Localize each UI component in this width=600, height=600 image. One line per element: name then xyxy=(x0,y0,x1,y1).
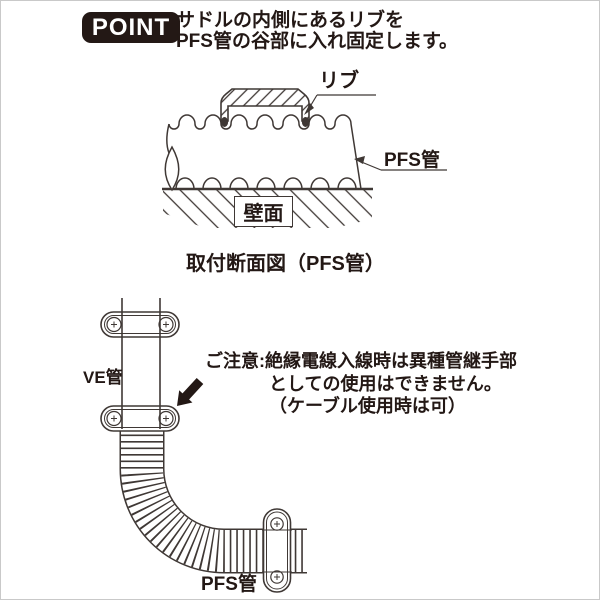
saddle-rib-left xyxy=(220,117,229,127)
screw-icon xyxy=(270,517,284,531)
notice-text: ご注意:絶縁電線入線時は異種管継手部 としての使用はできません。 （ケーブル使用… xyxy=(205,350,517,418)
pipe-left-edge xyxy=(166,123,170,154)
pfs-pipe-label-bottom: PFS管 xyxy=(201,574,257,595)
pipe-break-lens xyxy=(164,145,180,192)
screw-icon xyxy=(106,316,122,333)
rib-label: リブ xyxy=(319,70,359,92)
intro-line-1: サドルの内側にあるリブを xyxy=(176,10,405,31)
notice-line-1: ご注意:絶縁電線入線時は異種管継手部 xyxy=(205,351,517,371)
ve-pipe-label: VE管 xyxy=(83,368,123,387)
pfs-pipe-label-top: PFS管 xyxy=(384,150,440,171)
pfs-saddle xyxy=(262,508,292,593)
wall-label-box: 壁面 xyxy=(234,196,293,227)
intro-text: サドルの内側にあるリブを PFS管の谷部に入れ固定します。 xyxy=(176,10,458,52)
notice-line-3: （ケーブル使用時は可） xyxy=(269,396,466,416)
point-badge: POINT xyxy=(82,12,180,43)
screw-icon xyxy=(158,410,174,427)
pfs-pipe-leader-line xyxy=(354,156,447,171)
notice-line-2: としての使用はできません。 xyxy=(269,373,502,394)
screw-icon xyxy=(106,410,122,427)
pipe-bottom-corrugation xyxy=(175,177,357,190)
point-badge-label: POINT xyxy=(91,13,171,41)
intro-line-2: PFS管の谷部に入れ固定します。 xyxy=(176,31,459,52)
pfs-flexible-elbow xyxy=(119,428,307,574)
rib-leader-line xyxy=(304,94,376,115)
cross-section-caption: 取付断面図（PFS管） xyxy=(186,253,385,275)
joint-pointer-arrow xyxy=(177,378,204,406)
ve-saddle-lower xyxy=(100,405,180,432)
screw-icon xyxy=(270,570,284,584)
pipe-top-corrugation xyxy=(168,114,362,190)
screw-icon xyxy=(158,316,174,333)
wall-label: 壁面 xyxy=(243,203,284,225)
saddle-rib-right xyxy=(301,117,310,127)
ve-pipe xyxy=(121,298,161,429)
joint-diagram xyxy=(100,298,307,593)
ve-saddle-upper xyxy=(100,311,180,338)
